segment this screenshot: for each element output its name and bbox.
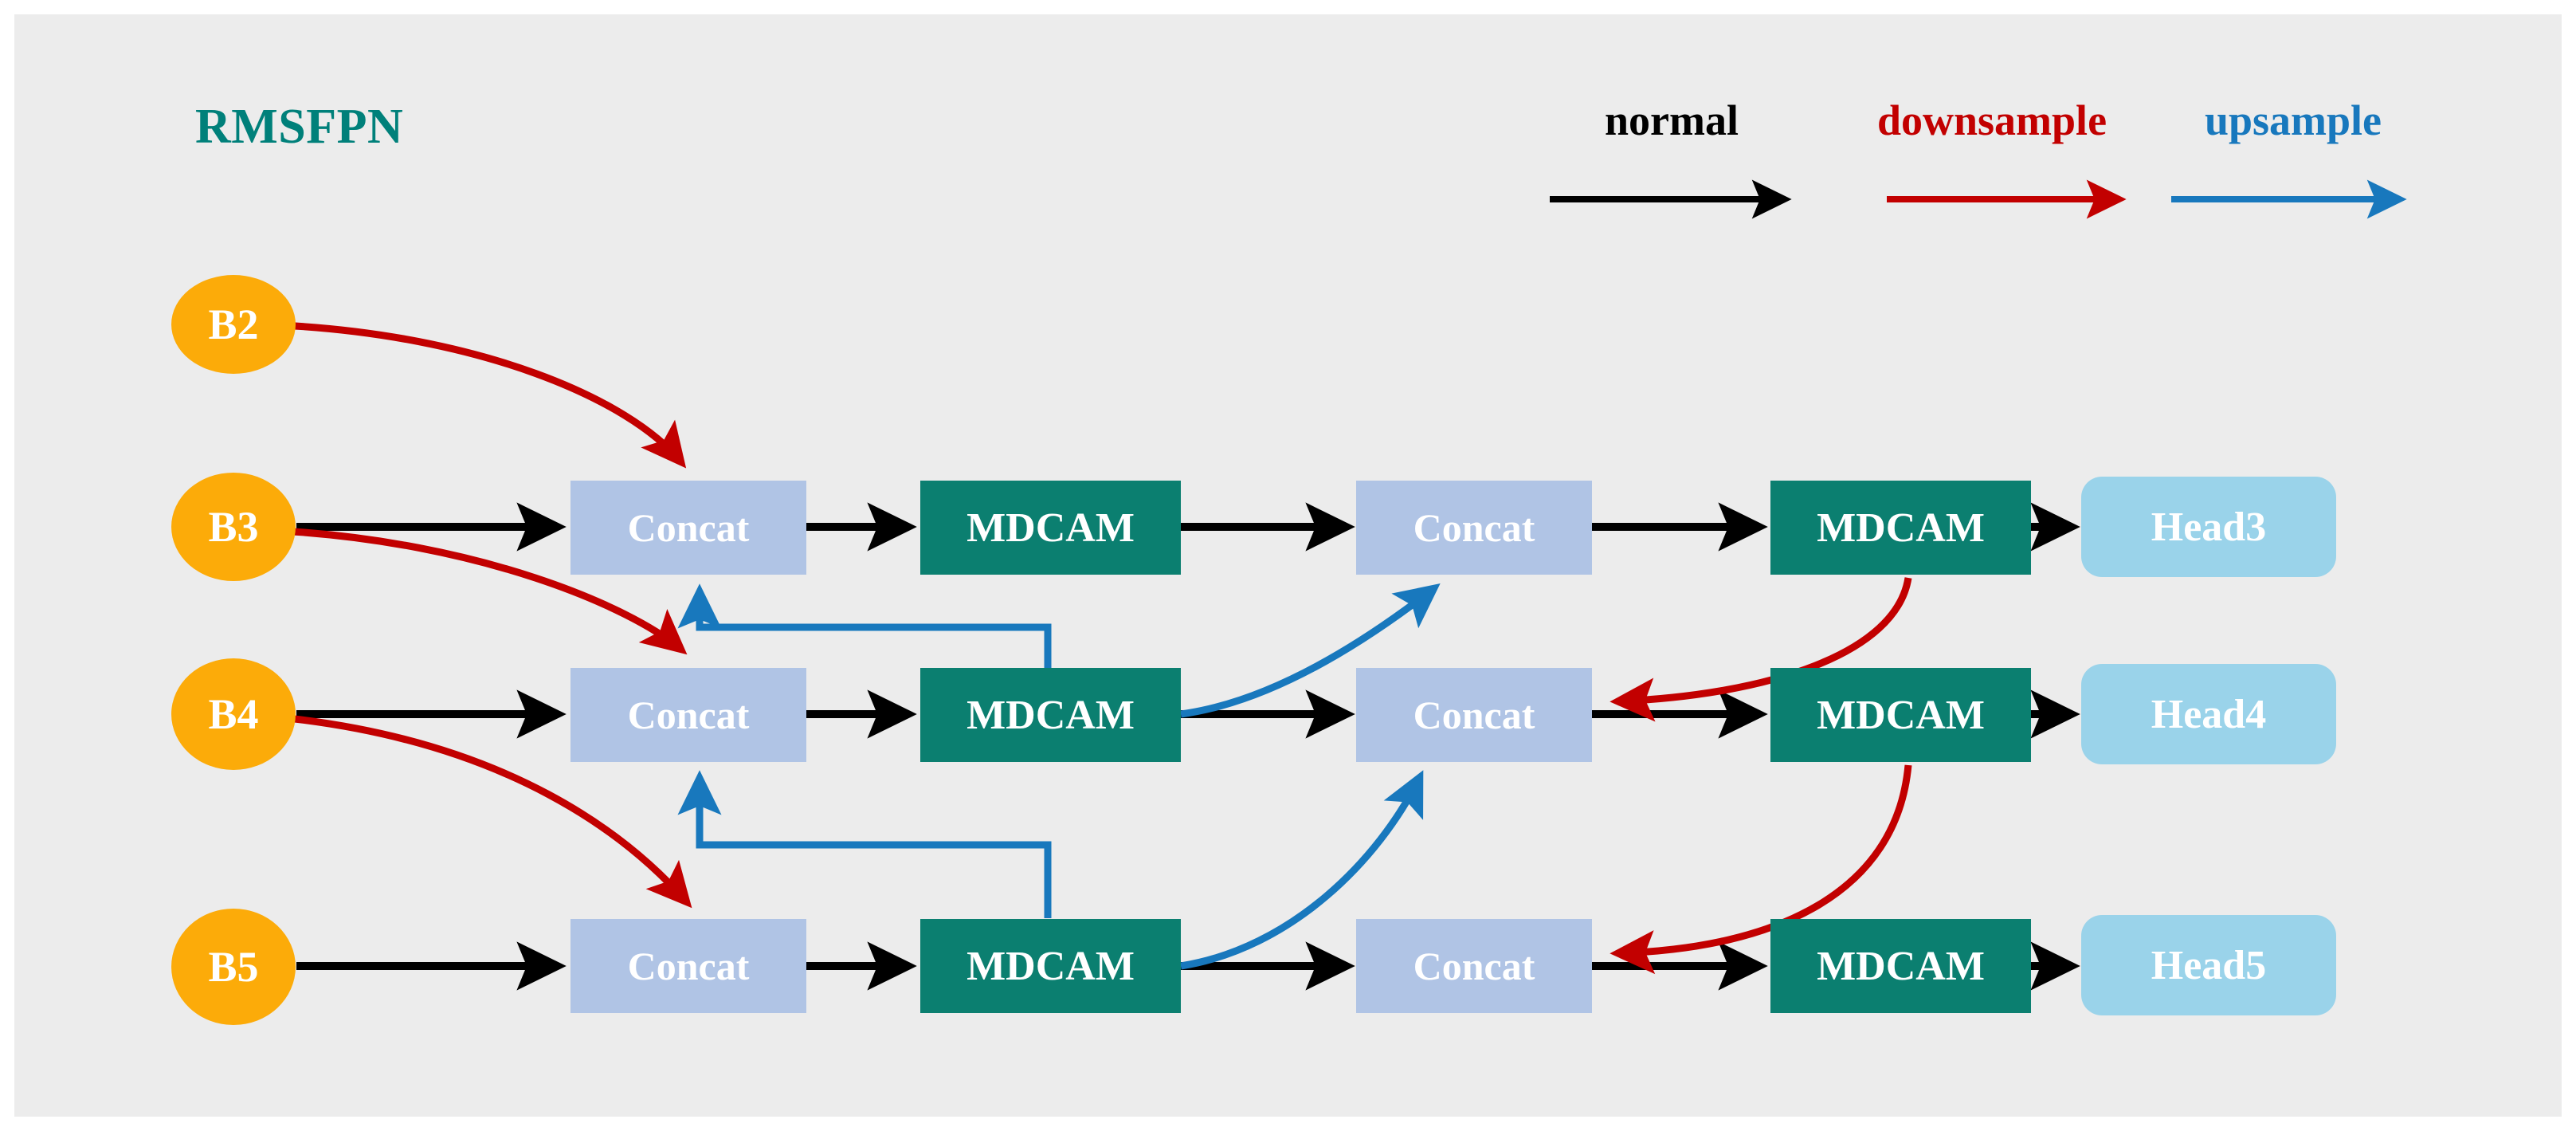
stage-concat-r5-c1[interactable]: Concat [570, 919, 806, 1013]
output-head5-label: Head5 [2151, 942, 2267, 988]
stage-label: Concat [627, 944, 750, 988]
stage-concat-r5-c2[interactable]: Concat [1356, 919, 1592, 1013]
backbone-node-b4[interactable]: B4 [171, 658, 296, 770]
stage-label: Concat [627, 693, 750, 737]
stage-label: MDCAM [966, 943, 1135, 989]
backbone-node-b3[interactable]: B3 [171, 473, 296, 581]
stage-label: MDCAM [1817, 505, 1985, 551]
stage-mdcam-r5-c2[interactable]: MDCAM [1770, 919, 2031, 1013]
stage-mdcam-r3-c1[interactable]: MDCAM [920, 481, 1181, 575]
stage-label: MDCAM [1817, 943, 1985, 989]
stage-label: MDCAM [966, 505, 1135, 551]
legend-label-upsample: upsample [2204, 96, 2382, 144]
output-head5[interactable]: Head5 [2081, 915, 2336, 1015]
stage-concat-r4-c1[interactable]: Concat [570, 668, 806, 762]
backbone-node-b2[interactable]: B2 [171, 275, 296, 374]
output-head4-label: Head4 [2151, 691, 2267, 737]
stage-concat-r4-c2[interactable]: Concat [1356, 668, 1592, 762]
backbone-node-b5[interactable]: B5 [171, 909, 296, 1025]
stage-label: Concat [1413, 944, 1535, 988]
legend-label-downsample: downsample [1876, 96, 2107, 144]
backbone-node-b4-label: B4 [208, 690, 259, 738]
stage-label: Concat [627, 505, 750, 550]
stage-concat-r3-c1[interactable]: Concat [570, 481, 806, 575]
stage-mdcam-r5-c1[interactable]: MDCAM [920, 919, 1181, 1013]
output-head4[interactable]: Head4 [2081, 664, 2336, 764]
stage-label: Concat [1413, 693, 1535, 737]
legend-label-normal: normal [1605, 96, 1739, 144]
stage-mdcam-r4-c1[interactable]: MDCAM [920, 668, 1181, 762]
backbone-node-b3-label: B3 [208, 503, 259, 551]
stage-label: Concat [1413, 505, 1535, 550]
stage-mdcam-r3-c2[interactable]: MDCAM [1770, 481, 2031, 575]
output-head3[interactable]: Head3 [2081, 477, 2336, 577]
backbone-node-b5-label: B5 [208, 943, 259, 991]
stage-label: MDCAM [1817, 692, 1985, 738]
output-head3-label: Head3 [2151, 504, 2267, 550]
stage-label: MDCAM [966, 692, 1135, 738]
page-title: RMSFPN [195, 100, 404, 154]
stage-mdcam-r4-c2[interactable]: MDCAM [1770, 668, 2031, 762]
backbone-node-b2-label: B2 [208, 300, 259, 348]
stage-concat-r3-c2[interactable]: Concat [1356, 481, 1592, 575]
